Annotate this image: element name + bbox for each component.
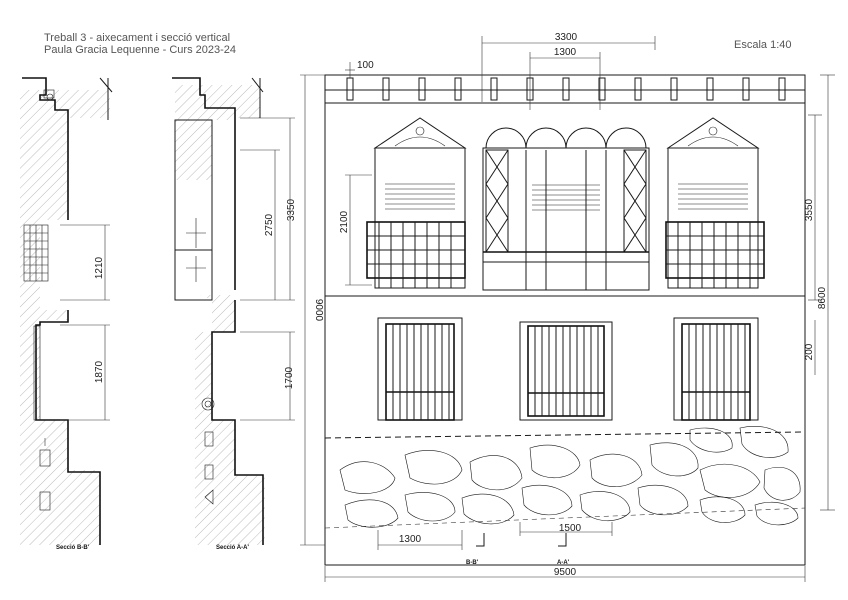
dim-200: 200 — [804, 343, 815, 360]
section-bb-railing — [23, 224, 49, 282]
scale-label: Escala 1:40 — [734, 39, 791, 51]
dim-1870: 1870 — [94, 360, 105, 383]
svg-text:B-B': B-B' — [466, 560, 479, 566]
section-mark-a: A-A' — [557, 533, 570, 566]
central-gallery — [482, 127, 650, 291]
left-balcony-window — [366, 117, 467, 289]
drawing-title: Treball 3 - aixecament i secció vertical — [44, 32, 230, 44]
stone-masonry-base — [324, 426, 806, 529]
dim-8600: 8600 — [817, 286, 828, 309]
dim-100: 100 — [357, 60, 374, 71]
right-balcony-window — [665, 117, 765, 289]
dim-2100: 2100 — [339, 210, 350, 233]
dim-3350: 3350 — [286, 198, 297, 221]
section-bb-caption: Secció B-B' — [56, 545, 90, 551]
dim-2750: 2750 — [264, 213, 275, 236]
section-bb-profile — [22, 77, 69, 220]
dim-1300-top: 1300 — [554, 47, 577, 58]
facade-outline — [324, 74, 806, 566]
section-bb-wall — [20, 90, 110, 545]
section-mark-b: B-B' — [466, 533, 485, 566]
cornice-brackets — [346, 77, 786, 101]
svg-text:A-A': A-A' — [557, 560, 570, 566]
dim-9000: 9000 — [313, 299, 324, 322]
section-bb: 1210 1870 — [20, 77, 113, 545]
dim-1300-bottom: 1300 — [399, 534, 422, 545]
section-aa-profile-2 — [211, 300, 264, 545]
ground-centre-door — [519, 321, 613, 421]
section-aa-wall — [175, 85, 260, 120]
dim-1500: 1500 — [559, 523, 582, 534]
drawing-author: Paula Gracia Lequenne - Curs 2023-24 — [44, 44, 236, 56]
dim-3550: 3550 — [804, 198, 815, 221]
section-aa-caption: Secció A-A' — [216, 545, 249, 551]
ground-left-window — [377, 317, 463, 421]
dim-9500: 9500 — [554, 567, 577, 578]
ground-right-window — [673, 317, 759, 421]
section-aa: 3350 2750 1700 — [172, 77, 297, 545]
dim-3300: 3300 — [555, 32, 578, 43]
dim-1700: 1700 — [284, 366, 295, 389]
section-aa-profile — [172, 77, 236, 290]
facade-elevation: B-B' A-A' 3300 1300 100 9000 2100 3550 — [300, 32, 835, 582]
dim-1210: 1210 — [94, 256, 105, 279]
